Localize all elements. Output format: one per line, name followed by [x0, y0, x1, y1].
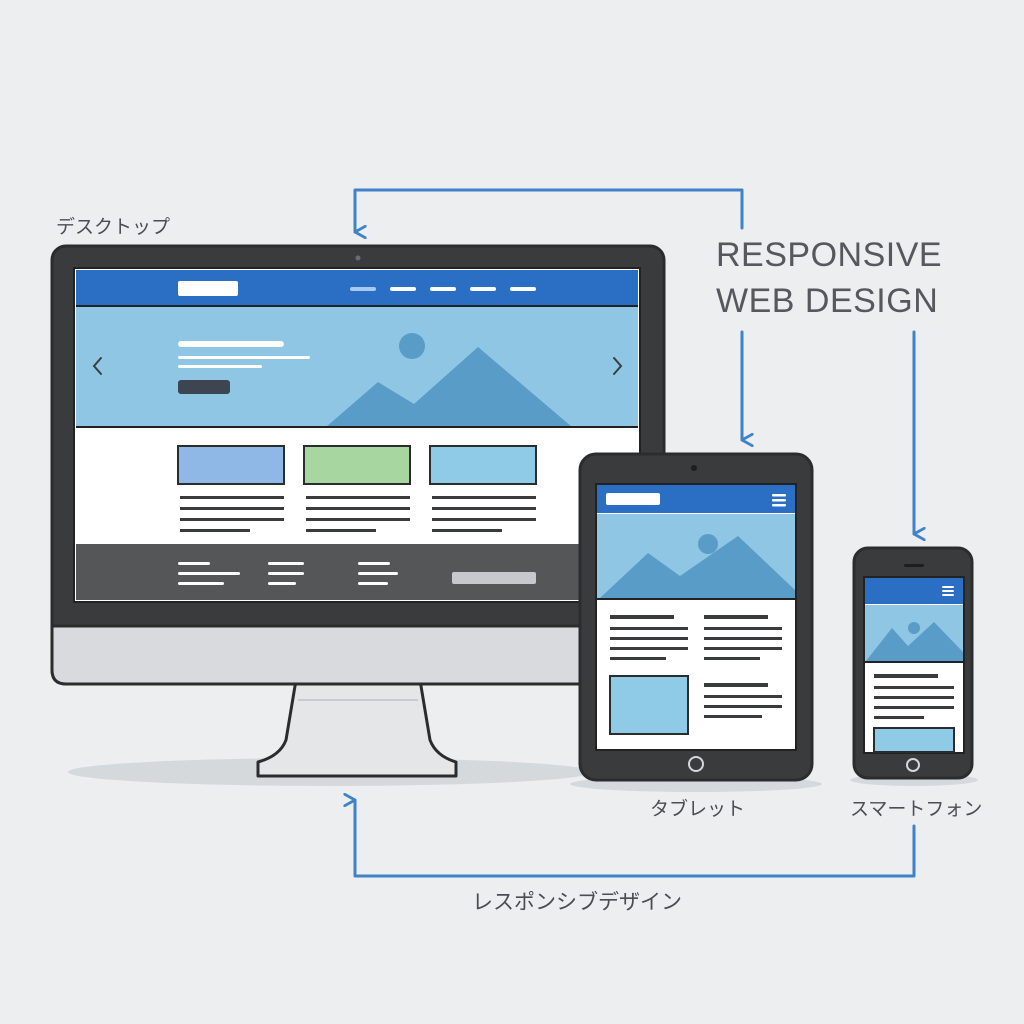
- smartphone-screen: [863, 576, 965, 754]
- desktop-hero-sun: [399, 333, 425, 359]
- chevron-right-icon: [613, 357, 623, 375]
- desktop-screen: [73, 267, 641, 603]
- smartphone-home-button: [906, 758, 920, 772]
- desktop-nav-links: [350, 287, 536, 291]
- desktop-logo-placeholder: [178, 281, 238, 296]
- tablet-hero-mountains: [600, 536, 795, 598]
- arrow-bottom-loop: [355, 800, 916, 878]
- desktop-footer-links: [178, 562, 398, 585]
- desktop-hero-cta-button: [178, 380, 230, 394]
- desktop-label: デスクトップ: [56, 216, 171, 238]
- tablet-home-button: [688, 756, 704, 772]
- desktop-card-3: [429, 445, 537, 532]
- smartphone-device: [850, 546, 978, 786]
- desktop-hero-mountains: [326, 347, 572, 427]
- title-line-2: WEB DESIGN: [716, 282, 939, 320]
- flow-arrows: [353, 188, 916, 878]
- responsive-design-label: レスポンシブデザイン: [472, 890, 682, 914]
- tablet-label: タブレット: [650, 798, 746, 820]
- smartphone-hero-mountains: [866, 622, 963, 661]
- desktop-card-1: [177, 445, 285, 532]
- desktop-chin: [50, 624, 666, 686]
- desktop-feature-cards: [177, 445, 537, 532]
- smartphone-content-text: [874, 674, 954, 719]
- tablet-logo-placeholder: [606, 493, 660, 505]
- desktop-hero-headline: [178, 341, 284, 347]
- tablet-screen: [595, 483, 797, 751]
- hamburger-menu-icon: [772, 494, 786, 507]
- tablet-content-text: [610, 615, 782, 718]
- smartphone-label: スマートフォン: [850, 798, 983, 820]
- desktop-camera: [355, 255, 361, 261]
- desktop-site-footer: [76, 544, 638, 600]
- tablet-device: [570, 452, 822, 792]
- desktop-stand: [256, 678, 458, 778]
- desktop-monitor: [50, 244, 666, 786]
- smartphone-image-card: [873, 727, 955, 753]
- diagram-title: RESPONSIVE WEB DESIGN: [716, 232, 946, 324]
- hamburger-menu-icon: [942, 586, 954, 596]
- smartphone-speaker: [904, 564, 924, 567]
- title-line-1: RESPONSIVE: [716, 236, 943, 274]
- tablet-camera: [691, 465, 697, 471]
- tablet-image-card: [609, 675, 689, 735]
- arrow-top-loop: [353, 188, 744, 232]
- chevron-left-icon: [92, 357, 102, 375]
- desktop-card-2: [303, 445, 411, 532]
- desktop-footer-search-bar: [452, 572, 536, 584]
